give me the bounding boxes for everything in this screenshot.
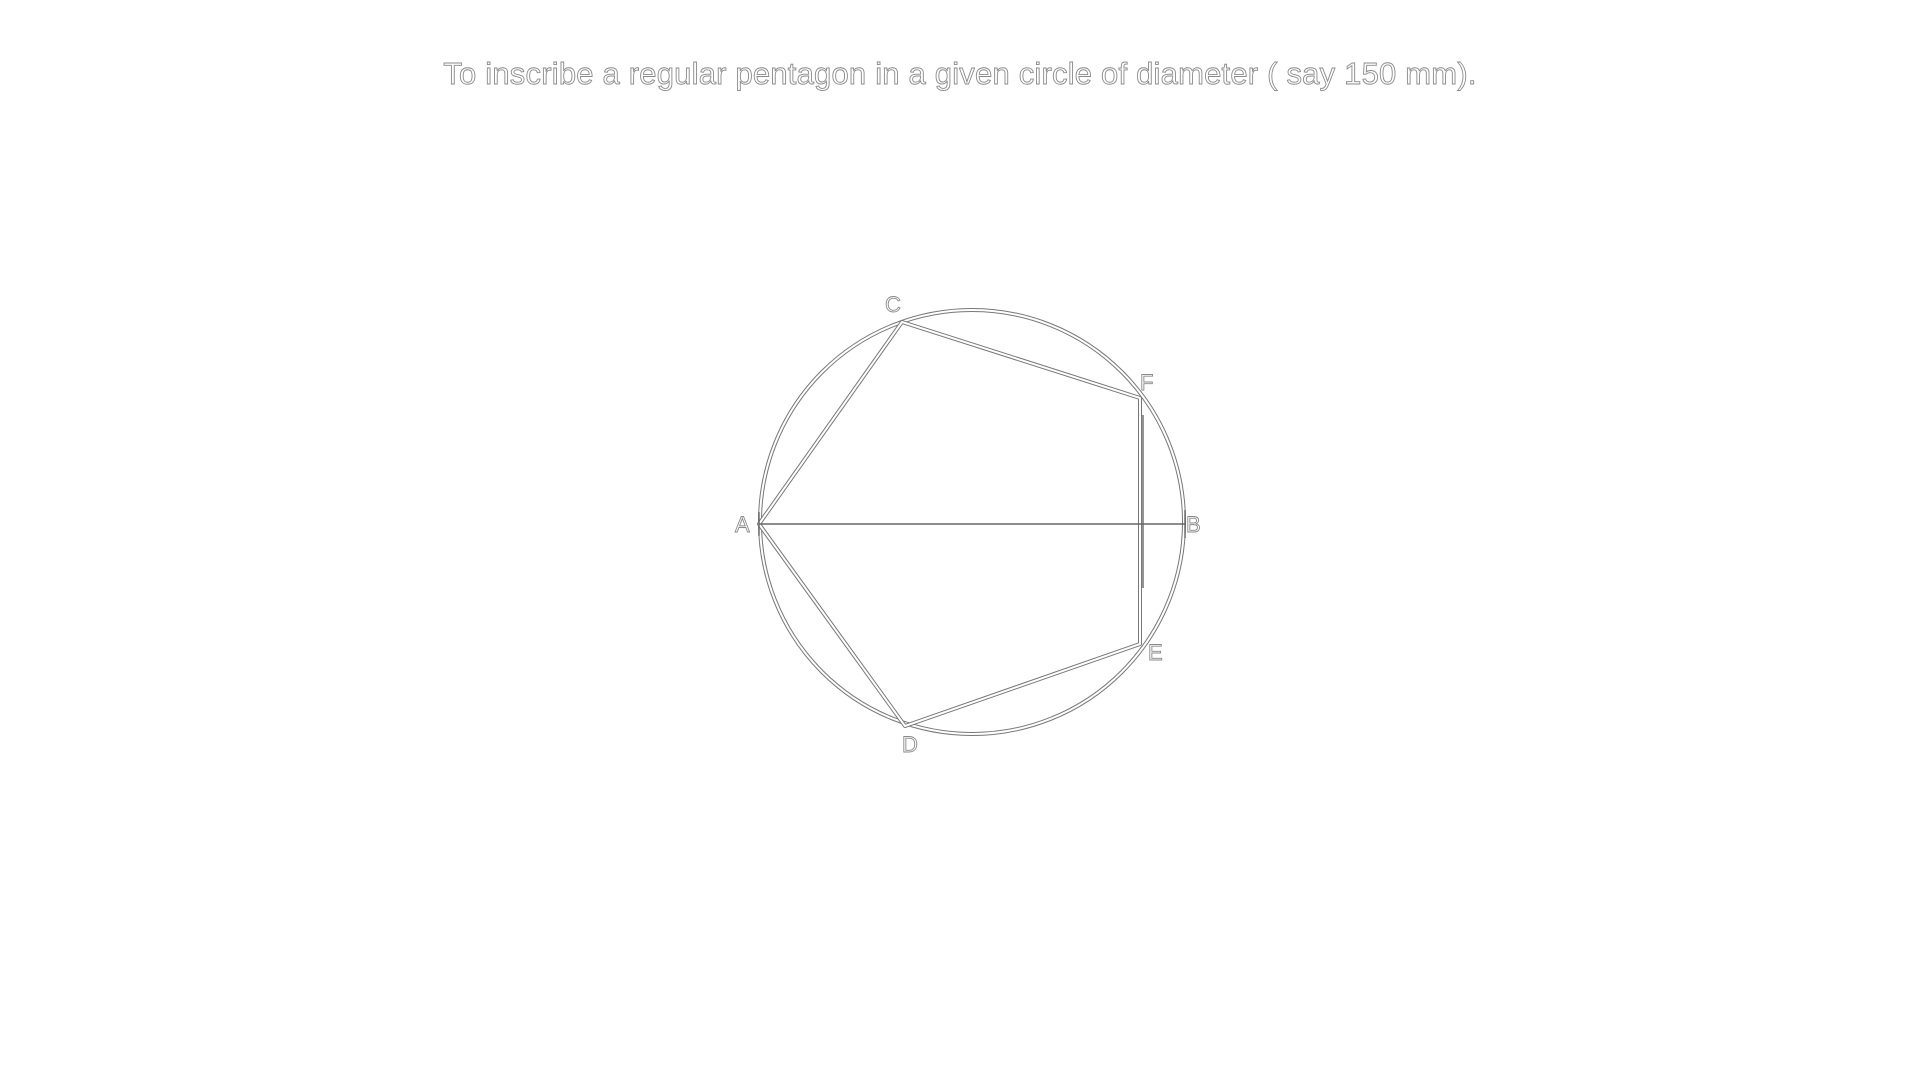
slide-title: To inscribe a regular pentagon in a give… (443, 56, 1477, 92)
point-label-c: C (885, 292, 901, 317)
point-label-a: A (735, 512, 750, 537)
point-label-f: F (1140, 370, 1153, 395)
point-label-e: E (1148, 640, 1163, 665)
pentagon-inner (758, 321, 1141, 727)
given-circle (758, 308, 1186, 736)
point-label-b: B (1186, 512, 1201, 537)
given-circle-inner (759, 309, 1185, 735)
point-label-d: D (902, 732, 918, 757)
